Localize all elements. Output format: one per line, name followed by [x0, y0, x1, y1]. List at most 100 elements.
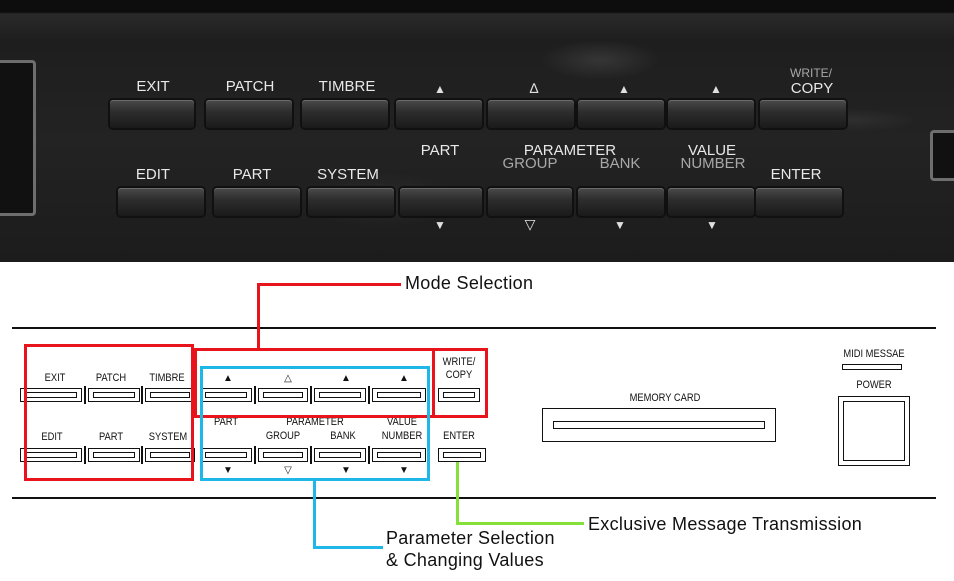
parameter-selection-leader-horizontal	[313, 546, 383, 549]
exclusive-message-callout: Exclusive Message Transmission	[588, 514, 863, 534]
photo-up-arrow-1: ▲	[434, 82, 446, 96]
diagram-number-label: NUMBER	[381, 430, 423, 442]
mode-selection-highlight-left	[24, 344, 194, 481]
diagram-bank-up-button[interactable]	[314, 388, 366, 402]
photo-edit-label: EDIT	[135, 166, 171, 183]
photo-down-arrow-hollow: ▽	[524, 216, 536, 232]
diagram-exit-button[interactable]	[20, 388, 82, 402]
parameter-selection-leader-vertical	[313, 481, 316, 549]
right-panel-slot	[930, 130, 954, 181]
diagram-up-arrow-1: ▲	[223, 373, 233, 384]
diagram-group-label: GROUP	[265, 430, 301, 442]
photo-patch-button[interactable]	[206, 100, 292, 128]
photo-exit-button[interactable]	[110, 100, 194, 128]
diagram-up-arrow-2: ▲	[341, 373, 351, 384]
diagram-part-label: PART	[213, 416, 239, 428]
diagram-up-arrow-hollow: △	[284, 373, 292, 384]
diagram-separator	[310, 386, 312, 404]
photo-parameter-label: PARAMETER	[523, 142, 617, 159]
diagram-system-button[interactable]	[145, 448, 195, 462]
photo-group-up-button[interactable]	[488, 100, 574, 128]
photo-value-up-button[interactable]	[668, 100, 754, 128]
power-button[interactable]	[843, 401, 905, 461]
photo-group-down-button[interactable]	[488, 188, 572, 216]
diagram-value-up-button[interactable]	[372, 388, 426, 402]
memory-card-label: MEMORY CARD	[629, 392, 701, 404]
photo-timbre-button[interactable]	[302, 100, 388, 128]
mode-selection-leader-horizontal	[257, 283, 401, 286]
panel-top-edge	[12, 327, 936, 329]
parameter-selection-callout-line1: Parameter Selection	[386, 528, 555, 548]
diagram-part-mode-button[interactable]	[88, 448, 140, 462]
photo-system-label: SYSTEM	[317, 166, 379, 183]
photo-write-label: WRITE/	[790, 66, 832, 80]
photo-group-label: GROUP	[502, 155, 558, 172]
photo-up-arrow-3: ▲	[710, 82, 722, 96]
power-label: POWER	[856, 379, 892, 391]
photo-number-label: NUMBER	[680, 155, 746, 172]
photo-bank-label: BANK	[599, 155, 641, 172]
diagram-parameter-label: PARAMETER	[286, 416, 344, 428]
diagram-copy-label: COPY	[445, 369, 473, 381]
left-panel-slot	[0, 60, 36, 216]
photo-down-arrow-2: ▼	[614, 218, 626, 232]
photo-down-arrow-3: ▼	[706, 218, 718, 232]
photo-part-left-label: PART	[232, 166, 272, 183]
midi-message-label: MIDI MESSAE	[843, 348, 905, 360]
diagram-down-arrow-2: ▼	[341, 465, 351, 476]
diagram-timbre-label: TIMBRE	[149, 372, 185, 384]
memory-card-slot[interactable]	[553, 421, 765, 429]
write-copy-highlight	[432, 348, 488, 418]
photo-patch-label: PATCH	[225, 78, 275, 95]
exclusive-message-leader-horizontal	[456, 522, 584, 525]
diagram-value-down-button[interactable]	[372, 448, 426, 462]
diagram-separator	[84, 446, 86, 464]
diagram-part-down-button[interactable]	[200, 448, 252, 462]
photo-copy-button[interactable]	[760, 100, 846, 128]
diagram-exit-label: EXIT	[44, 372, 66, 384]
front-panel-photo: EXIT PATCH TIMBRE ▲ ∆ ▲ ▲ WRITE/ COPY ED…	[0, 0, 954, 262]
diagram-separator	[254, 446, 256, 464]
photo-system-button[interactable]	[308, 188, 394, 216]
diagram-bank-down-button[interactable]	[314, 448, 366, 462]
photo-copy-label: COPY	[790, 80, 834, 97]
diagram-patch-label: PATCH	[95, 372, 127, 384]
photo-part-label: PART	[420, 142, 460, 159]
diagram-group-down-button[interactable]	[258, 448, 308, 462]
photo-edit-button[interactable]	[118, 188, 204, 216]
diagram-up-arrow-3: ▲	[399, 373, 409, 384]
diagram-group-up-button[interactable]	[258, 388, 308, 402]
diagram-write-copy-button[interactable]	[438, 388, 480, 402]
parameter-selection-callout-line2: & Changing Values	[386, 550, 544, 570]
diagram-separator	[368, 446, 370, 464]
parameter-selection-highlight	[200, 366, 430, 481]
diagram-write-label: WRITE/	[442, 356, 476, 368]
photo-part-down-button[interactable]	[400, 188, 482, 216]
diagram-separator	[141, 446, 143, 464]
midi-message-indicator	[842, 364, 902, 370]
photo-enter-button[interactable]	[756, 188, 842, 216]
diagram-system-label: SYSTEM	[148, 431, 188, 443]
photo-value-down-button[interactable]	[668, 188, 754, 216]
photo-down-arrow-1: ▼	[434, 218, 446, 232]
photo-bank-up-button[interactable]	[578, 100, 664, 128]
power-button-frame	[838, 396, 910, 466]
photo-value-label: VALUE	[687, 142, 737, 159]
diagram-value-label: VALUE	[387, 416, 417, 428]
diagram-separator	[254, 386, 256, 404]
photo-exit-label: EXIT	[136, 78, 170, 95]
exclusive-message-leader-vertical	[456, 462, 459, 524]
diagram-enter-label: ENTER	[443, 430, 475, 442]
diagram-edit-button[interactable]	[20, 448, 82, 462]
photo-enter-label: ENTER	[770, 166, 822, 183]
diagram-part-mode-label: PART	[98, 431, 124, 443]
diagram-enter-button[interactable]	[438, 448, 486, 462]
photo-bank-down-button[interactable]	[578, 188, 664, 216]
photo-part-mode-button[interactable]	[214, 188, 300, 216]
mode-selection-leader-vertical	[257, 283, 260, 348]
photo-timbre-label: TIMBRE	[318, 78, 376, 95]
panel-bottom-edge	[12, 497, 936, 499]
photo-part-up-button[interactable]	[396, 100, 482, 128]
photo-up-arrow-hollow: ∆	[529, 80, 539, 96]
diagram-patch-button[interactable]	[88, 388, 140, 402]
